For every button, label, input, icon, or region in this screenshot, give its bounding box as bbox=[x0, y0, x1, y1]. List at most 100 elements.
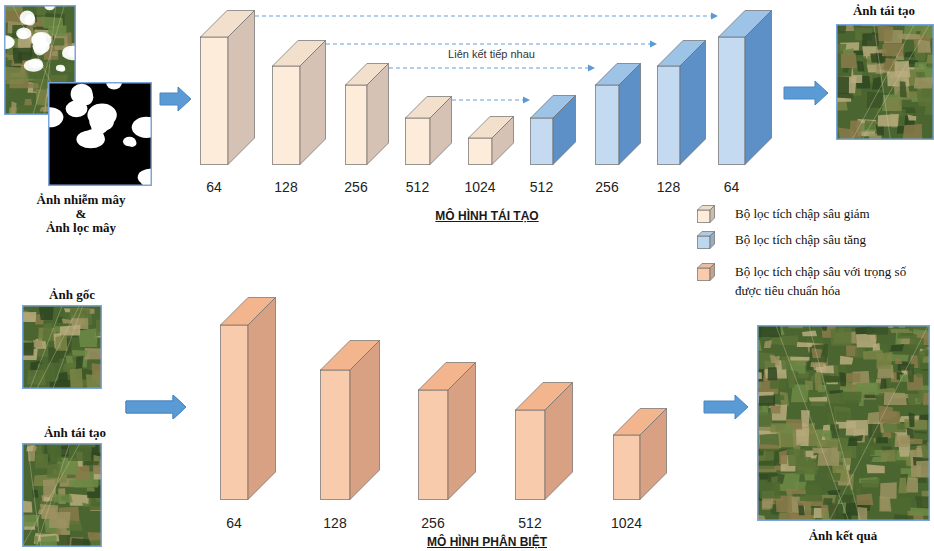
image-frame bbox=[23, 306, 102, 389]
channel-number: 1024 bbox=[464, 179, 495, 195]
block-front bbox=[698, 236, 711, 249]
satellite-field bbox=[783, 426, 793, 434]
satellite-field bbox=[65, 63, 74, 72]
legend-text: Bộ lọc tích chập sâu tăng bbox=[735, 230, 866, 249]
satellite-field bbox=[866, 464, 884, 473]
block-front bbox=[221, 325, 249, 500]
block-front bbox=[273, 66, 301, 165]
image-caption: Ảnh tái tạo bbox=[853, 4, 915, 18]
satellite-road bbox=[809, 325, 860, 521]
channel-number: 1024 bbox=[611, 515, 642, 531]
satellite-field bbox=[880, 482, 897, 499]
skip-line bbox=[255, 15, 711, 16]
image-caption: & bbox=[76, 207, 87, 221]
cloud-blob bbox=[20, 11, 35, 25]
block-side bbox=[300, 41, 326, 165]
block-shape bbox=[320, 340, 380, 500]
conv-block: 128 bbox=[272, 40, 326, 196]
satellite-field bbox=[895, 61, 911, 77]
satellite-field bbox=[22, 500, 33, 513]
channel-number: 64 bbox=[206, 179, 222, 195]
block-side bbox=[350, 341, 380, 500]
model-title: MÔ HÌNH PHÂN BIỆT bbox=[427, 535, 547, 549]
block-front bbox=[419, 390, 449, 500]
conv-block: 1024 bbox=[613, 408, 667, 532]
channel-number: 256 bbox=[595, 179, 618, 195]
block-side bbox=[545, 383, 573, 500]
satellite-field bbox=[11, 101, 17, 114]
satellite-field bbox=[94, 455, 101, 462]
cloud-blob bbox=[84, 129, 104, 143]
satellite-field bbox=[919, 414, 930, 421]
conv-block: 512 bbox=[530, 95, 576, 196]
cloud-blob bbox=[31, 32, 51, 48]
cloud-blob bbox=[25, 14, 36, 25]
satellite-field bbox=[831, 424, 839, 438]
satellite-field bbox=[771, 406, 781, 414]
satellite-field bbox=[26, 83, 39, 87]
satellite-field bbox=[82, 503, 90, 507]
cloud-blob bbox=[16, 28, 31, 40]
satellite-field bbox=[824, 375, 841, 382]
satellite-field bbox=[781, 356, 791, 370]
input-images: Ảnh nhiễm mây&Ảnh lọc mây bbox=[2, 3, 156, 238]
cloud-blob bbox=[67, 103, 82, 116]
channel-number: 256 bbox=[421, 515, 444, 531]
satellite-field bbox=[809, 397, 828, 402]
skip-line bbox=[452, 99, 523, 100]
channel-number: 64 bbox=[724, 179, 740, 195]
satellite-field bbox=[914, 77, 934, 88]
satellite-field bbox=[46, 443, 61, 454]
block-side bbox=[367, 64, 389, 165]
satellite-image bbox=[757, 325, 930, 521]
block-shape bbox=[418, 362, 476, 500]
conv-block: 512 bbox=[515, 382, 573, 532]
block-arrow bbox=[704, 395, 748, 419]
satellite-field bbox=[85, 348, 102, 359]
satellite-field bbox=[787, 357, 810, 361]
satellite-field bbox=[836, 76, 849, 94]
satellite-field bbox=[786, 489, 806, 494]
legend-swatch bbox=[697, 205, 715, 223]
model-title: MÔ HÌNH TÁI TẠO bbox=[435, 209, 538, 223]
arrow-head bbox=[588, 65, 595, 72]
satellite-image bbox=[22, 305, 102, 389]
satellite-field bbox=[900, 375, 909, 382]
satellite-field bbox=[846, 420, 870, 435]
satellite-field bbox=[768, 367, 778, 380]
block-arrow bbox=[126, 395, 186, 419]
cloud-blob bbox=[48, 107, 63, 127]
satellite-field bbox=[876, 437, 888, 443]
channel-number: 256 bbox=[344, 179, 367, 195]
satellite-field bbox=[840, 392, 862, 403]
block-side bbox=[640, 409, 667, 500]
channel-number: 512 bbox=[530, 179, 553, 195]
satellite-field bbox=[841, 445, 856, 458]
satellite-road bbox=[852, 24, 914, 140]
cloud-blob bbox=[29, 58, 43, 68]
result-image: Ảnh kết quả bbox=[752, 322, 932, 551]
satellite-field bbox=[903, 124, 922, 139]
satellite-field bbox=[917, 89, 933, 107]
cloud-blob bbox=[24, 59, 44, 72]
satellite-field bbox=[915, 496, 930, 509]
satellite-image bbox=[836, 24, 934, 140]
satellite-field bbox=[812, 448, 827, 454]
cloud-blob bbox=[48, 110, 62, 126]
block-shape bbox=[595, 63, 641, 165]
satellite-field bbox=[882, 44, 905, 56]
cloud-blob bbox=[62, 46, 76, 61]
conv-block: 256 bbox=[595, 63, 641, 196]
cloud-blob bbox=[4, 35, 15, 49]
block-front bbox=[201, 37, 229, 165]
conv-block: 128 bbox=[657, 40, 706, 196]
satellite-field bbox=[22, 343, 34, 356]
skip-connection bbox=[326, 41, 657, 48]
satellite-field bbox=[788, 371, 796, 388]
satellite-field bbox=[917, 350, 930, 369]
satellite-field bbox=[809, 344, 828, 362]
legend-swatch bbox=[697, 263, 715, 281]
block-front bbox=[321, 370, 351, 500]
channel-number: 64 bbox=[226, 515, 242, 531]
satellite-image bbox=[22, 443, 102, 547]
